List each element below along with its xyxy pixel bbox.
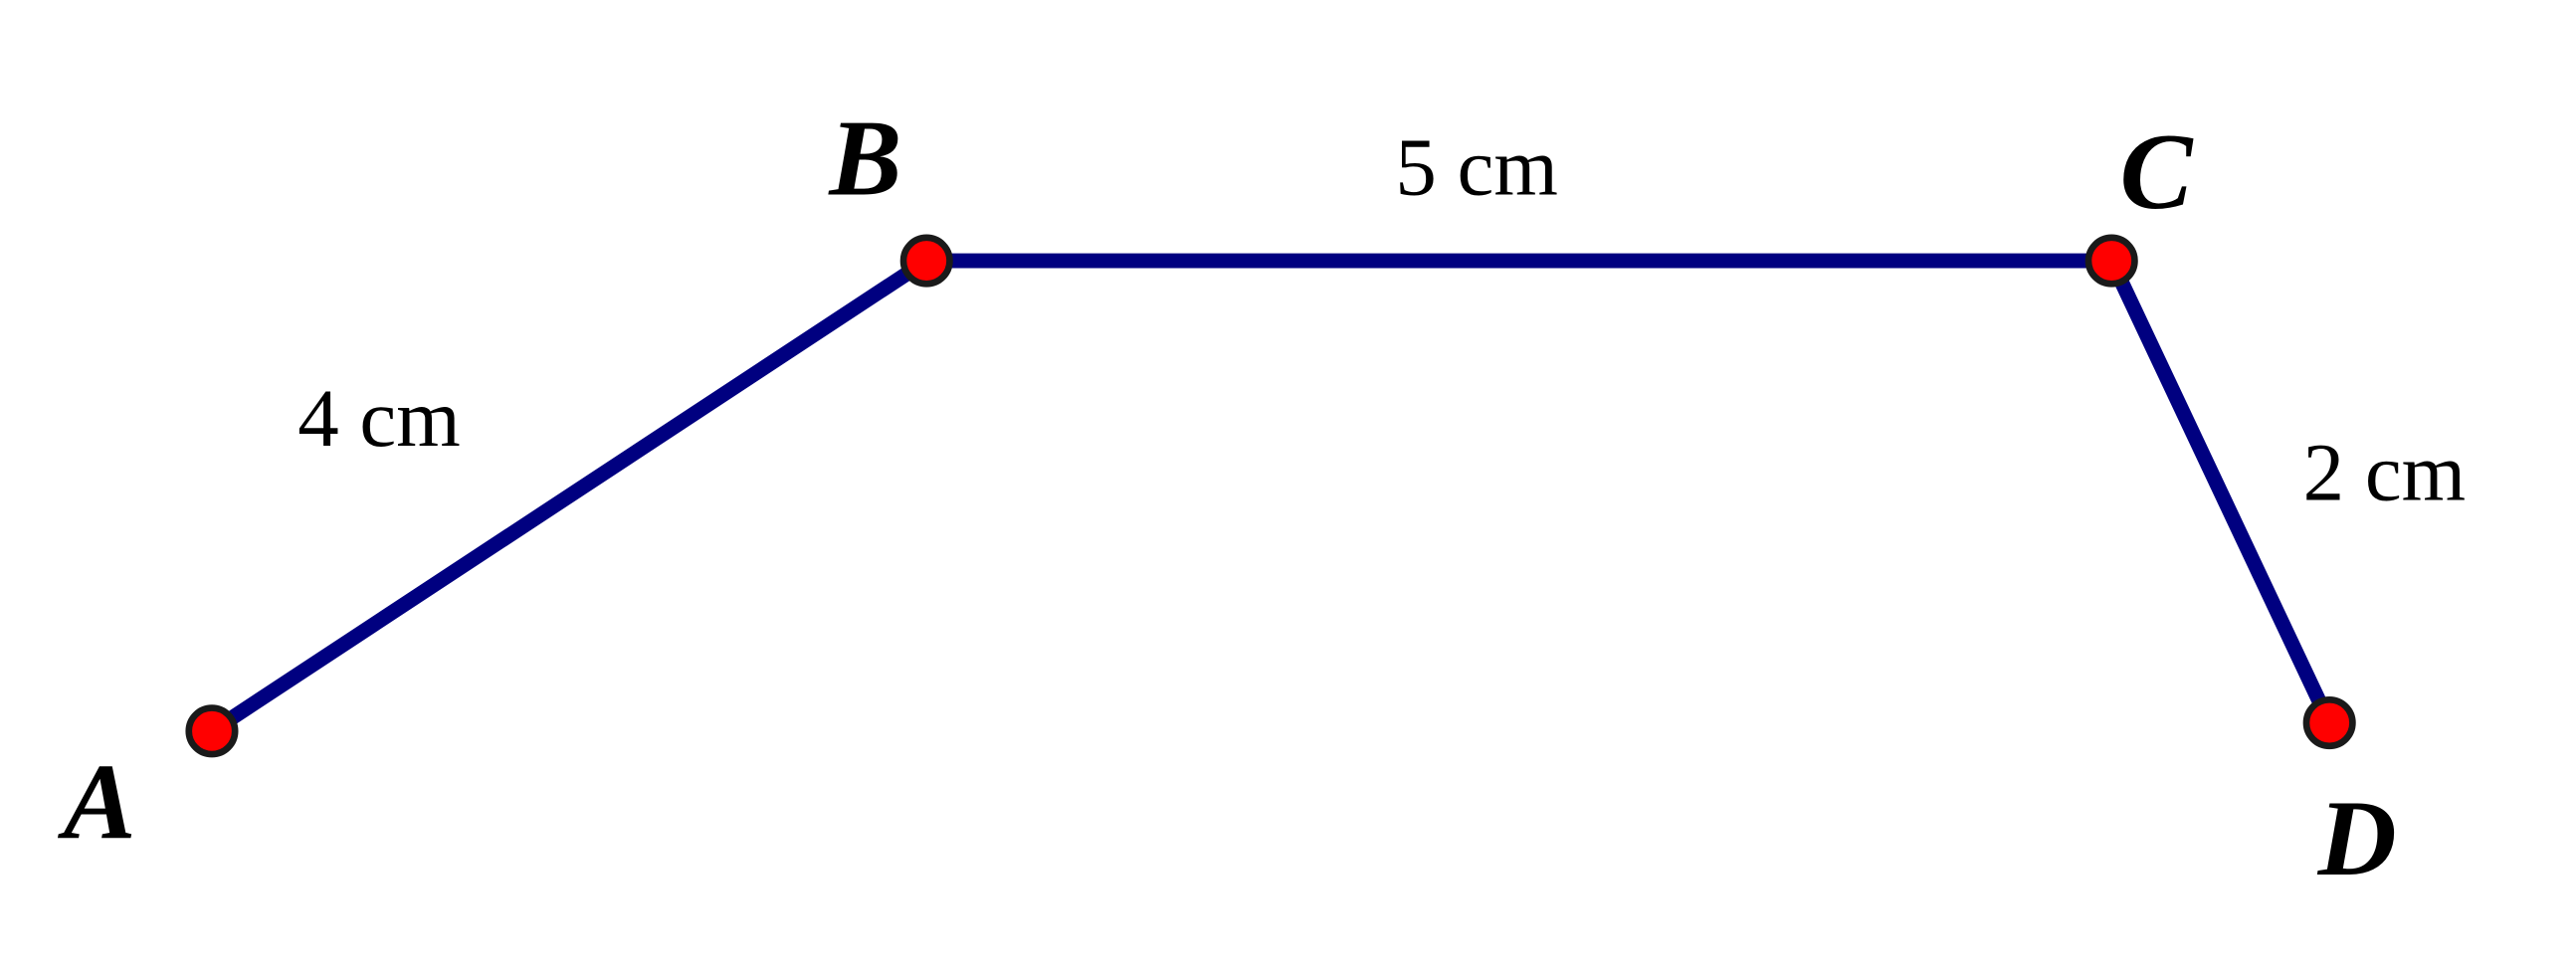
label-c: C (2120, 110, 2195, 232)
label-d: D (2317, 777, 2397, 898)
segment-cd (2103, 253, 2337, 731)
point-b (899, 234, 953, 288)
point-d (2302, 696, 2356, 750)
point-a (185, 704, 239, 758)
length-bc: 5 cm (1395, 121, 1558, 213)
label-b: B (827, 98, 901, 219)
label-a: A (58, 741, 136, 863)
segment-ab (204, 253, 934, 739)
length-ab: 4 cm (297, 372, 461, 464)
length-cd: 2 cm (2303, 427, 2467, 518)
point-c (2084, 234, 2138, 288)
